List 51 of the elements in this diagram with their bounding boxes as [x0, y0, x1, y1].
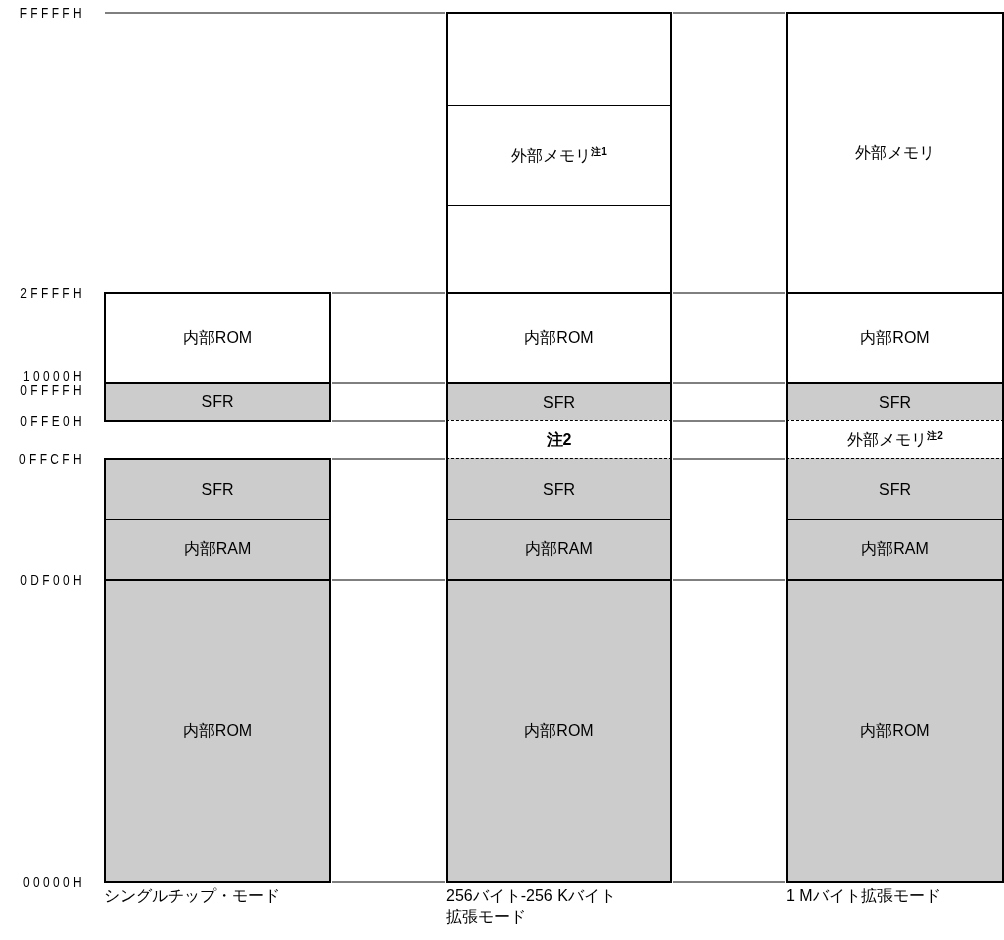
region-label: 注2: [546, 429, 572, 450]
mode-caption: 1 Mバイト拡張モード: [786, 886, 942, 906]
address-label: 0FFE0H: [19, 413, 85, 429]
memory-region: [104, 458, 331, 521]
region-label: 外部メモリ$^{注1}$: [511, 145, 607, 166]
mode-caption: 256バイト-256 Kバイト拡張モード: [446, 886, 617, 927]
memory-region: [104, 579, 331, 883]
region-label: 外部メモリ$^{注2}$: [847, 429, 943, 450]
region-label: SFR: [201, 481, 234, 499]
memory-region: [104, 382, 331, 422]
address-label: 2FFFFH: [19, 285, 85, 301]
region-label: SFR: [543, 393, 575, 412]
region-label: 内部ROM: [524, 720, 594, 741]
mode-caption: シングルチップ・モード: [104, 886, 281, 906]
region-label: 内部ROM: [524, 327, 594, 348]
memory-region: [446, 105, 672, 207]
address-label: 00000H: [21, 874, 85, 890]
region-label: 内部RAM: [525, 539, 593, 559]
address-label: 10000H: [21, 368, 85, 384]
region-label: 外部メモリ: [855, 142, 935, 163]
address-label: FFFFFH: [18, 5, 85, 21]
memory-region: [446, 420, 672, 460]
empty-memory-region: [446, 12, 672, 107]
address-label: 0DF00H: [19, 572, 85, 588]
region-label: SFR: [879, 480, 911, 499]
memory-region: [786, 519, 1004, 581]
memory-region: [786, 420, 1004, 460]
memory-region: [786, 382, 1004, 422]
region-label: 内部RAM: [861, 539, 929, 559]
region-label: 内部ROM: [860, 720, 930, 741]
memory-region: [104, 292, 331, 384]
region-label: 内部ROM: [182, 720, 253, 741]
region-label: SFR: [879, 393, 911, 412]
memory-region: [446, 458, 672, 521]
address-label: 0FFCFH: [18, 451, 85, 467]
region-label: 内部ROM: [860, 327, 930, 348]
memory-region: [446, 519, 672, 581]
region-label: SFR: [543, 480, 575, 499]
memory-region: [786, 12, 1004, 294]
memory-region: [786, 292, 1004, 384]
address-label: 0FFFFH: [19, 382, 85, 398]
region-label: SFR: [201, 393, 234, 411]
memory-region: [786, 458, 1004, 521]
region-label: 内部ROM: [182, 327, 253, 348]
region-label: 内部RAM: [183, 539, 252, 559]
memory-region: [446, 579, 672, 883]
memory-region: [446, 382, 672, 422]
memory-region: [104, 519, 331, 581]
memory-region: [786, 579, 1004, 883]
empty-memory-region: [446, 205, 672, 294]
memory-region: [446, 292, 672, 384]
